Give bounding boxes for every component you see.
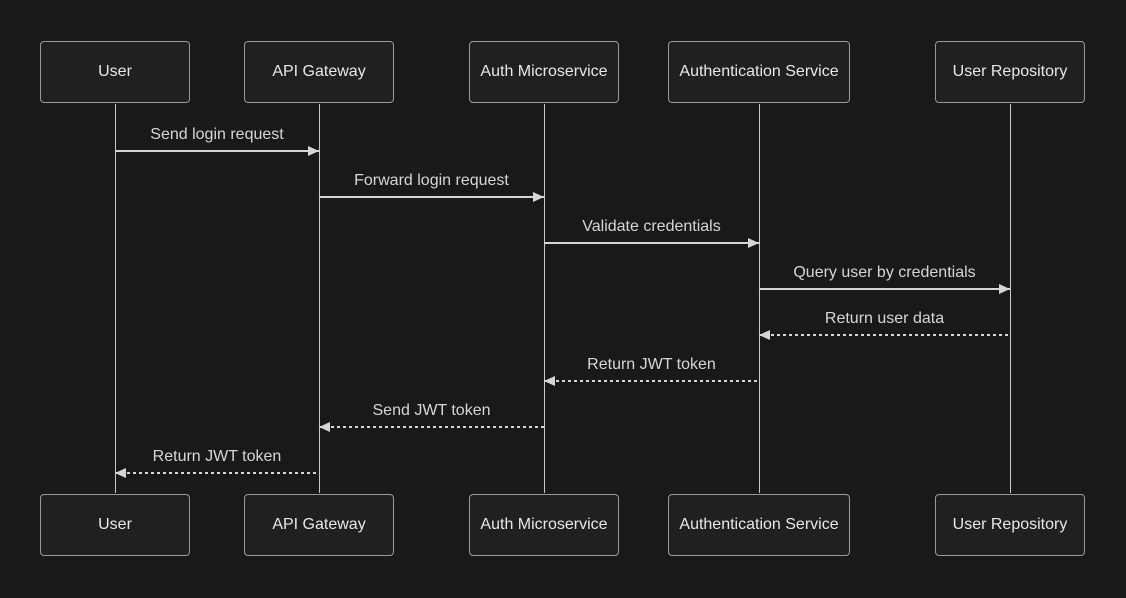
arrowhead-left-icon — [759, 329, 770, 340]
message-line — [759, 288, 1010, 290]
actor-top-authentication-service: Authentication Service — [668, 41, 850, 103]
arrowhead-right-icon — [999, 283, 1010, 294]
message-label: Return user data — [824, 310, 945, 327]
message-label: Return JWT token — [587, 356, 716, 373]
message-label: Return JWT token — [152, 448, 282, 465]
message-label: Send login request — [150, 126, 284, 143]
actor-bottom-user: User — [40, 494, 190, 556]
lifeline-auth-microservice — [543, 104, 545, 493]
message-label: Forward login request — [354, 172, 509, 189]
actor-bottom-authentication-service: Authentication Service — [668, 494, 850, 556]
actor-bottom-api-gateway: API Gateway — [244, 494, 394, 556]
message-label: Validate credentials — [582, 218, 721, 235]
arrowhead-right-icon — [748, 237, 759, 248]
actor-bottom-auth-microservice: Auth Microservice — [469, 494, 619, 556]
message-label: Query user by credentials — [793, 264, 976, 281]
message-label: Send JWT token — [372, 402, 491, 419]
lifeline-user — [114, 104, 116, 493]
message-line — [319, 196, 544, 198]
arrowhead-left-icon — [319, 421, 330, 432]
arrowhead-right-icon — [533, 191, 544, 202]
message-line — [759, 334, 1010, 336]
actor-top-user-repository: User Repository — [935, 41, 1085, 103]
message-line — [544, 380, 759, 382]
lifeline-user-repository — [1009, 104, 1011, 493]
message-line — [115, 472, 319, 474]
message-line — [319, 426, 544, 428]
arrowhead-left-icon — [544, 375, 555, 386]
lifeline-api-gateway — [318, 104, 320, 493]
actor-top-auth-microservice: Auth Microservice — [469, 41, 619, 103]
lifeline-authentication-service — [758, 104, 760, 493]
actor-top-user: User — [40, 41, 190, 103]
arrowhead-left-icon — [115, 467, 126, 478]
actor-top-api-gateway: API Gateway — [244, 41, 394, 103]
arrowhead-right-icon — [308, 145, 319, 156]
message-line — [115, 150, 319, 152]
message-line — [544, 242, 759, 244]
actor-bottom-user-repository: User Repository — [935, 494, 1085, 556]
